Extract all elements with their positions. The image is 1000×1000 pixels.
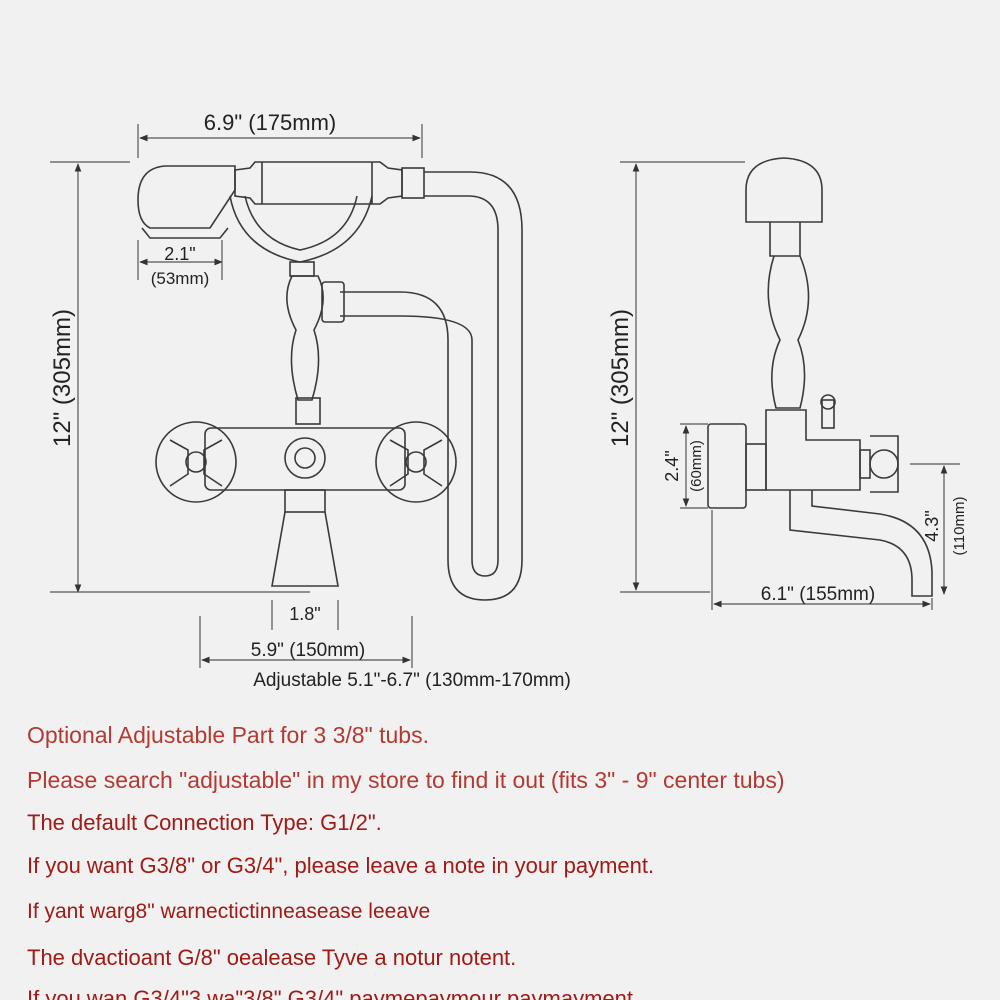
faucet-dimension-drawing: 6.9" (175mm) 2.1" (53mm) 12" (305mm) 1.8… [49, 110, 968, 691]
note-search-adjustable: Please search "adjustable" in my store t… [27, 767, 785, 793]
shower-hose [340, 171, 523, 601]
riser-column [286, 261, 345, 425]
side-body [707, 394, 933, 597]
spout-drop-inch-label: 4.3" [922, 510, 942, 541]
adjustable-range-label: Adjustable 5.1"-6.7" (130mm-170mm) [253, 670, 571, 691]
side-height-label: 12" (305mm) [607, 309, 634, 447]
valve-body [204, 427, 406, 491]
note-optional-part: Optional Adjustable Part for 3 3/8" tubs… [27, 722, 429, 748]
handset-head-mm-label: (53mm) [151, 269, 210, 288]
wall-plate-inch-label: 2.4" [662, 450, 682, 481]
note-garbled-1: If yant warg8" warnectictinneasease leea… [27, 900, 431, 923]
front-dimension-lines [50, 124, 423, 668]
notes-section: Optional Adjustable Part for 3 3/8" tubs… [0, 700, 1000, 1000]
spout-width-label: 1.8" [289, 604, 320, 624]
note-garbled-3: If you wan G3/4"3 wa"3/8" G3/4" paymepay… [27, 986, 633, 1000]
handset [137, 161, 425, 263]
side-riser [767, 255, 810, 409]
side-dimension-lines [620, 161, 960, 610]
front-height-label: 12" (305mm) [49, 309, 76, 447]
center-distance-label: 5.9" (150mm) [251, 640, 365, 661]
note-other-connection: If you want G3/8" or G3/4", please leave… [27, 853, 655, 878]
tub-spout [271, 489, 339, 587]
left-handle [155, 421, 237, 503]
note-garbled-2: The dvactioant G/8" oealease Tyve a notu… [27, 945, 517, 970]
note-default-connection: The default Connection Type: G1/2". [27, 810, 382, 835]
handset-head-inch-label: 2.1" [164, 244, 195, 264]
dimension-labels: 6.9" (175mm) 2.1" (53mm) 12" (305mm) 1.8… [49, 110, 968, 691]
side-handset-head [745, 157, 823, 257]
wall-plate-mm-label: (60mm) [688, 440, 705, 492]
right-handle [375, 421, 457, 503]
side-view [707, 157, 933, 597]
handset-length-label: 6.9" (175mm) [204, 110, 337, 135]
spout-drop-mm-label: (110mm) [951, 497, 968, 556]
front-view [137, 161, 523, 601]
spout-reach-label: 6.1" (155mm) [761, 584, 875, 605]
